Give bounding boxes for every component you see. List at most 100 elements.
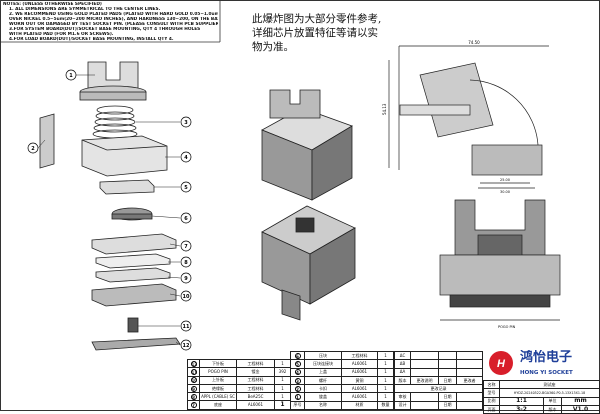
item-name: 压块 bbox=[304, 350, 342, 361]
item-material: AL6061 bbox=[341, 392, 378, 402]
item-no: 1 bbox=[294, 394, 301, 401]
company-logo: H 鸿怡电子 HONG YI SOCKET bbox=[482, 350, 597, 378]
svg-text:H: H bbox=[497, 358, 506, 370]
item-no: 11 bbox=[190, 368, 198, 375]
item-no: 7 bbox=[190, 402, 197, 409]
balloon-6: 6 bbox=[184, 216, 188, 222]
item-material: AL6061 bbox=[341, 384, 378, 394]
side-section-view bbox=[388, 45, 549, 189]
exploded-view bbox=[39, 61, 181, 351]
notes-title: NOTES: (UNLESS OTHERWISE SPECIFIED) bbox=[3, 2, 102, 7]
item-qty: 1 bbox=[377, 384, 394, 394]
rev-header: 更改说明 bbox=[410, 375, 439, 386]
rev-mark: ΔC bbox=[394, 350, 411, 361]
dim-width: 74.50 bbox=[468, 40, 480, 45]
item-material: AL6061 bbox=[341, 359, 378, 369]
item-qty: 1 bbox=[274, 358, 291, 369]
item-qty: 1 bbox=[274, 400, 291, 410]
scale-value: 1:1 bbox=[499, 396, 544, 406]
rev-header: 日期 bbox=[438, 375, 457, 386]
item-qty: 1 bbox=[377, 392, 394, 402]
note-line: 2. WE RECOMMEND USING GOLD PLATED PADS (… bbox=[9, 12, 218, 17]
item-name: APPL (CABLE) SC bbox=[199, 392, 237, 402]
date-label: 日期 bbox=[438, 400, 457, 411]
balloon-12: 12 bbox=[183, 343, 190, 349]
name-label: 名称 bbox=[483, 379, 500, 390]
item-name: 绝缘板 bbox=[199, 383, 237, 394]
version-label: 版本 bbox=[543, 404, 562, 414]
item-no: 8 bbox=[190, 393, 197, 400]
balloon-11: 11 bbox=[183, 324, 190, 330]
item-no: 6 bbox=[294, 352, 301, 359]
page-value: 3-2 bbox=[499, 404, 544, 414]
balloon-10: 10 bbox=[183, 294, 190, 300]
rev-header: 更改者 bbox=[456, 375, 483, 386]
item-material: 工程材料 bbox=[236, 383, 275, 394]
item-material: 工程材料 bbox=[236, 375, 275, 385]
note-line: 1. ALL DIMENSIONS ARE SYMMETRICAL TO THE… bbox=[9, 7, 161, 12]
balloon-9: 9 bbox=[184, 276, 188, 282]
item-qty: 1 bbox=[274, 375, 291, 385]
rev-record: 更改记录 bbox=[394, 384, 483, 394]
table-header-row: 序号名称材质数量 bbox=[290, 400, 394, 411]
item-qty: 1 bbox=[274, 383, 291, 394]
item-material: BeA25C bbox=[236, 392, 275, 402]
item-name: 下针板 bbox=[199, 358, 237, 369]
item-qty: 1 bbox=[377, 375, 394, 386]
header-qty: 数量 bbox=[377, 400, 394, 411]
pogo-pin-label: POGO PIN bbox=[498, 325, 516, 329]
review-label: 审核 bbox=[394, 392, 411, 402]
header-material: 材质 bbox=[341, 400, 378, 411]
note-line: OVER NICKEL 0.5~5um(20~200 MICRO INCHES)… bbox=[9, 17, 218, 22]
item-material: AL6061 bbox=[341, 367, 378, 377]
dim-outer: 30.00 bbox=[500, 190, 510, 194]
item-material: 镀金 bbox=[236, 367, 275, 377]
company-name-cn: 鸿怡电子 bbox=[520, 350, 573, 365]
iso-view-closed bbox=[261, 89, 353, 201]
version-value: V1.0 bbox=[561, 404, 600, 414]
scale-label: 比例 bbox=[483, 396, 500, 406]
dim-inner: 25.00 bbox=[500, 178, 510, 182]
dim-height: 54.13 bbox=[382, 103, 387, 115]
model-label: 型号 bbox=[483, 388, 500, 398]
balloon-7: 7 bbox=[184, 244, 188, 250]
item-no: 2 bbox=[294, 385, 301, 392]
item-material: 黄铜 bbox=[341, 375, 378, 386]
item-no: 10 bbox=[190, 377, 198, 384]
item-material: 工程材料 bbox=[341, 350, 378, 361]
item-no: 4 bbox=[294, 369, 301, 376]
item-material: 工程材料 bbox=[236, 358, 275, 369]
item-no: 12 bbox=[190, 360, 198, 367]
item-name: POGO PIN bbox=[199, 367, 237, 377]
balloon-3: 3 bbox=[184, 120, 188, 126]
balloon-4: 4 bbox=[184, 155, 188, 161]
rev-mark: ΔB bbox=[394, 359, 411, 369]
leader-lines bbox=[37, 74, 181, 346]
company-name-en: HONG YI SOCKET bbox=[520, 370, 573, 376]
note-line: WITH PLATED PAD (FOR M1.6 OR SCREWS). bbox=[9, 32, 114, 37]
item-material: AL6061 bbox=[236, 400, 275, 410]
balloon-5: 5 bbox=[184, 185, 188, 191]
header-name: 名称 bbox=[304, 400, 342, 411]
date-label: 日期 bbox=[438, 392, 457, 402]
item-qty: 1 bbox=[377, 350, 394, 361]
item-qty: 392 bbox=[274, 367, 291, 377]
page-label: 页面 bbox=[483, 404, 500, 414]
balloon-8: 8 bbox=[184, 260, 188, 266]
balloon-2: 2 bbox=[31, 146, 35, 152]
item-name: 压块连接块 bbox=[304, 359, 342, 369]
item-name: 卡扣 bbox=[304, 384, 342, 394]
note-line: 4.FOR LOAD BOARD(DUT)/SOCKET BASE MOUNTI… bbox=[9, 37, 174, 42]
cross-section-view bbox=[439, 199, 561, 321]
item-name: 上针板 bbox=[199, 375, 237, 385]
